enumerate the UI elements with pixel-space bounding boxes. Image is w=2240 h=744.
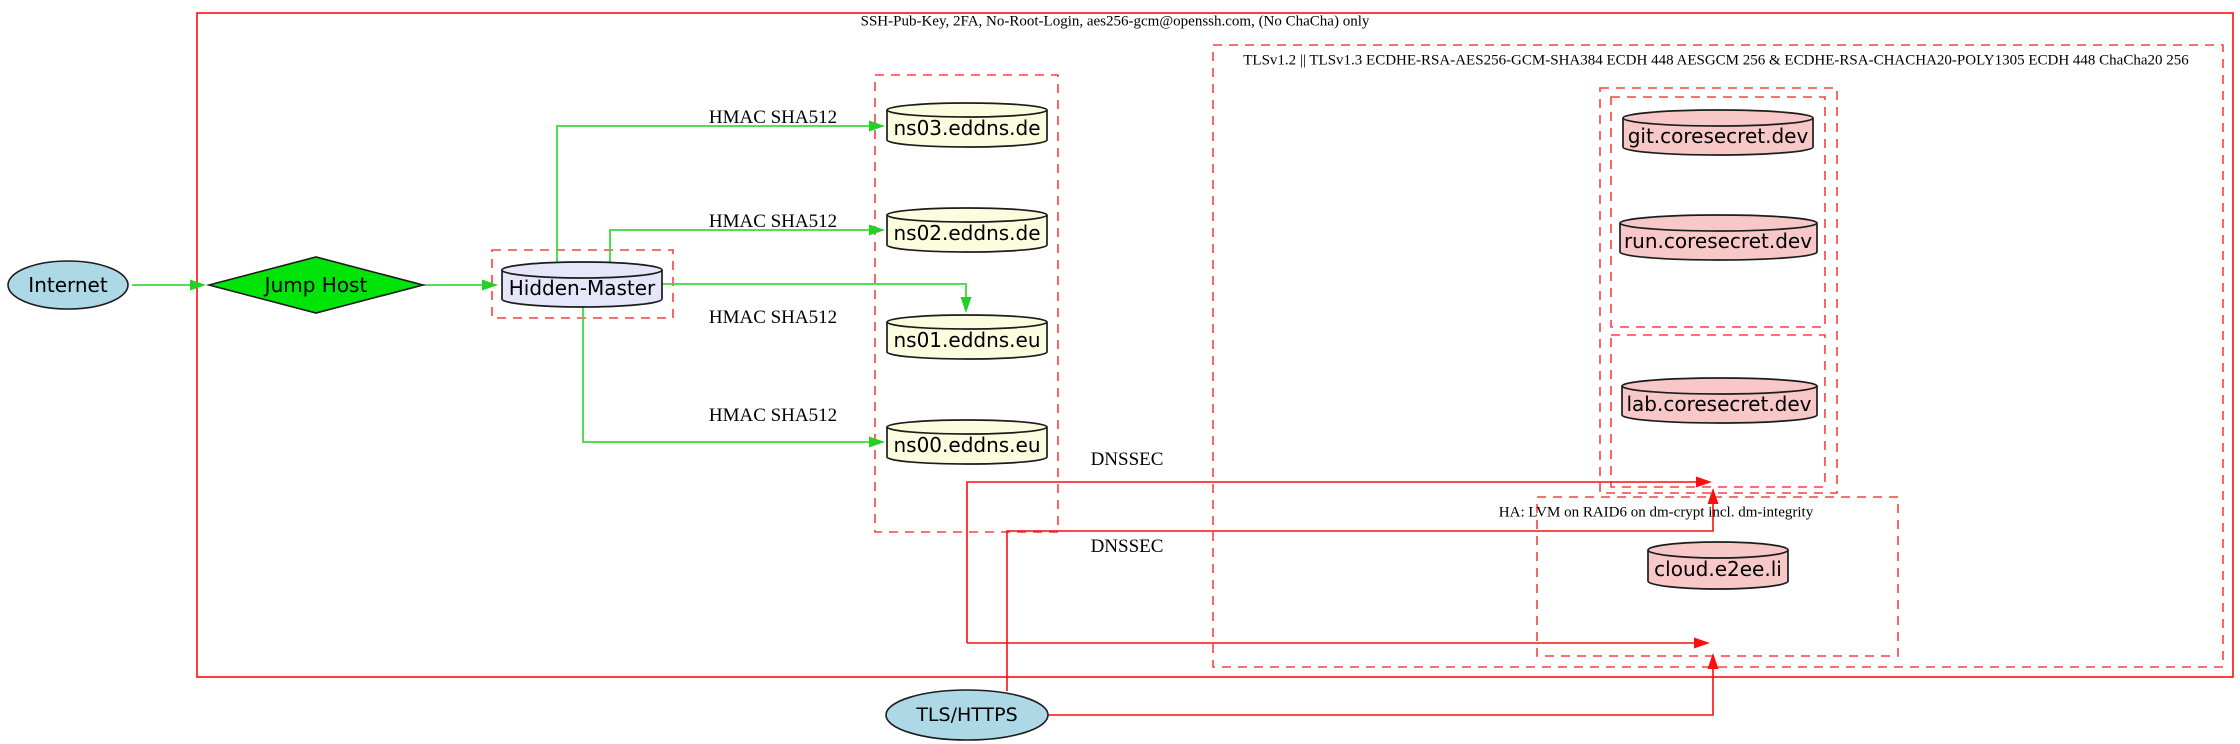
tls-https-node-label: TLS/HTTPS	[916, 704, 1018, 726]
edge-master-ns03	[556, 125, 870, 262]
arrow-into-master	[482, 279, 498, 291]
edge-tls-to-habox	[1048, 669, 1714, 716]
coresecret-gitrun-box	[1610, 96, 1826, 328]
lab-node-shape	[1621, 377, 1818, 424]
tls-cluster-label: TLSv1.2 || TLSv1.3 ECDHE-RSA-AES256-GCM-…	[1243, 52, 2189, 69]
dnssec-label-lower: DNSSEC	[1090, 536, 1164, 557]
tls-cluster-box	[1212, 44, 2224, 668]
arrow-up-into-labbox	[1707, 488, 1719, 504]
arrow-right-into-habox	[1694, 637, 1710, 649]
secure-edge-arrowheads	[190, 120, 972, 448]
arrow-into-jumphost	[190, 279, 206, 291]
internet-node-label: Internet	[28, 273, 108, 297]
arrow-into-ns02	[869, 224, 885, 236]
hidden-master-node-label: Hidden-Master	[508, 276, 656, 300]
edge-master-ns01	[662, 283, 967, 299]
hmac-label-ns03: HMAC SHA512	[708, 107, 838, 128]
ns03-node-label: ns03.eddns.de	[893, 116, 1041, 140]
hmac-label-ns01: HMAC SHA512	[708, 307, 838, 328]
run-node-shape	[1619, 214, 1818, 261]
jump-host-node-shape	[205, 256, 427, 314]
ssh-cluster-label: SSH-Pub-Key, 2FA, No-Root-Login, aes256-…	[860, 13, 1370, 30]
internet-node-shape	[7, 260, 129, 310]
ha-cluster-box	[1536, 496, 1899, 657]
ns02-node-shape	[886, 207, 1048, 253]
hmac-label-ns02: HMAC SHA512	[708, 211, 838, 232]
ns01-node-shape	[886, 314, 1048, 360]
ssh-cluster-box	[196, 12, 2234, 678]
arrow-into-ns01	[960, 297, 972, 313]
cloud-node-shape	[1647, 541, 1789, 590]
edge-master-ns02	[609, 229, 870, 262]
red-edge-arrowheads	[1694, 476, 1719, 669]
hidden-master-node-shape	[501, 261, 663, 308]
edge-dnssec-upper	[966, 481, 1697, 643]
coresecret-outer-box	[1599, 87, 1838, 494]
coresecret-lab-box	[1610, 334, 1826, 488]
hmac-label-ns00: HMAC SHA512	[708, 405, 838, 426]
ha-cluster-label: HA: LVM on RAID6 on dm-crypt incl. dm-in…	[1498, 504, 1814, 521]
arrow-into-ns00	[869, 436, 885, 448]
cloud-node-label: cloud.e2ee.li	[1654, 557, 1782, 581]
edge-tls-to-labbox	[1006, 504, 1714, 691]
red-edge-lines	[966, 481, 1714, 716]
git-node-label: git.coresecret.dev	[1627, 124, 1809, 148]
dnssec-label-upper: DNSSEC	[1090, 449, 1164, 470]
tls-https-node-shape	[885, 689, 1049, 741]
lab-node-label: lab.coresecret.dev	[1626, 392, 1812, 416]
ns02-node-label: ns02.eddns.de	[893, 221, 1041, 245]
ns00-node-shape	[886, 419, 1048, 465]
git-node-shape	[1622, 109, 1814, 156]
nameserver-node-shapes	[886, 102, 1048, 465]
service-node-shapes	[1619, 109, 1818, 590]
ns01-node-label: ns01.eddns.eu	[893, 328, 1041, 352]
jump-host-node-label: Jump Host	[264, 273, 368, 297]
ns00-node-label: ns00.eddns.eu	[893, 433, 1041, 457]
arrow-right-into-labbox	[1696, 476, 1712, 488]
arrow-up-into-habox	[1707, 653, 1719, 669]
arrow-into-ns03	[869, 120, 885, 132]
edge-master-ns00	[582, 307, 870, 443]
dashed-cluster-boxes	[491, 44, 2224, 668]
run-node-label: run.coresecret.dev	[1623, 229, 1813, 253]
ns03-node-shape	[886, 102, 1048, 148]
secure-edge-lines	[132, 125, 967, 443]
